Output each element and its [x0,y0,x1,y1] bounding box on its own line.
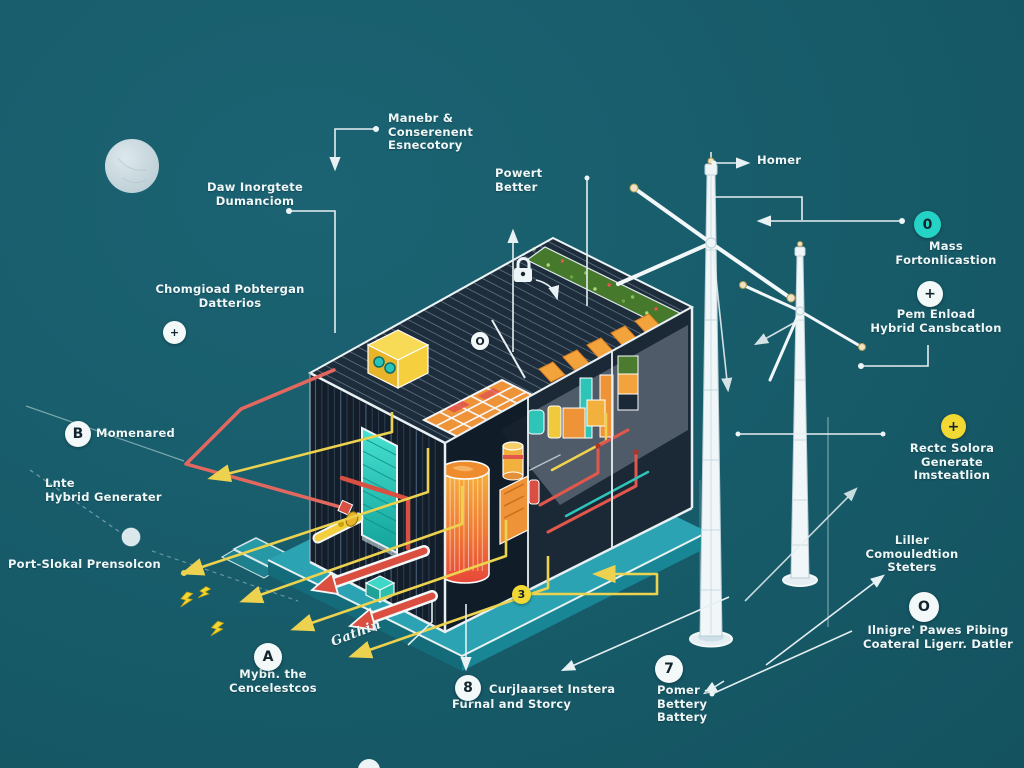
label-port-slokal: Port-Slokal Prensolcon [8,557,161,572]
label-line: Cencelestcos [229,680,317,695]
label-daw: Daw Inorgtete Dumanciom [206,180,304,208]
label-line: Pem Enload [896,307,976,321]
label-liller: Liller Comouledtion Steters [865,533,959,575]
label-line: Dumanciom [215,193,295,208]
label-line: Rectc Solora [909,441,995,455]
wind-turbine-2 [739,241,866,587]
label-powert: Powert Better [495,166,543,194]
lightning-bolts [180,586,225,637]
label-line: Hybrid Cansbcatlon [870,320,1002,335]
label-line: Esnecotory [388,138,463,152]
label-homer: Homer [757,153,802,168]
label-line: Coateral Ligerr. Datler [862,636,1014,651]
label-curjlaarset-2: Furnal and Storcy [452,697,572,712]
label-line: Hybrid Generater [45,489,162,504]
badge-zero-teal-icon: 0 [914,211,941,238]
cutaway-frame [309,306,694,634]
label-line: Battery [657,710,708,724]
connector-dots [286,126,905,697]
label-pomer: Pomer - Bettery Battery [657,683,710,725]
connector-lines [289,128,929,695]
label-line: Lnte [45,476,75,490]
label-pem: Pem Enload Hybrid Cansbcatlon [870,307,1002,335]
label-mybn: Mybn. the Cencelestcos [229,667,317,695]
label-line: Fortonlicastion [895,252,997,267]
label-line: Chomgioad Pobtergan [155,282,305,296]
label-line: Pomer - [657,683,710,697]
small-tank [502,441,524,481]
label-lnte: Lnte Hybrid Generater [45,476,162,504]
lock-icon [514,257,532,282]
rooftop-unit [366,329,430,389]
badge-plus-icon: + [163,321,186,344]
label-line: Comouledtion [865,546,959,561]
yellow-pipes [180,412,659,659]
label-line: Liller [894,533,930,547]
label-line: Furnal and Storcy [452,697,572,711]
label-line: Mybn. the [239,667,307,681]
label-chomgioad: Chomgioad Pobtergan Datterios [155,282,305,310]
badge-eight-icon: 8 [455,675,481,701]
label-line: Imsteatlion [913,468,991,482]
roof-panel-grid [421,378,541,440]
label-line: Bettery [657,696,708,711]
label-momenared: Momenared [96,426,176,441]
label-line: Port-Slokal Prensolcon [8,557,161,571]
badge-o-large-icon: O [909,592,939,622]
label-line: Generate [921,454,983,469]
label-line: Manebr & [388,111,454,125]
label-ilnigre: Ilnigre' Pawes Pibing Coateral Ligerr. D… [862,623,1014,651]
red-arrows [309,545,438,632]
badge-b-icon: B [65,421,91,447]
badge-three-icon: 3 [512,585,531,604]
label-line: Ilnigre' Pawes Pibing [867,623,1009,637]
label-line: Steters [887,560,937,574]
label-rectc: Rectc Solora Generate Imsteatlion [909,441,995,483]
label-mass: Mass Fortonlicastion [895,239,997,267]
badge-a-icon: A [254,643,282,671]
label-line: Daw Inorgtete [206,180,304,194]
label-line: Homer [757,153,802,167]
badge-seven-icon: 7 [655,655,683,683]
label-line: Momenared [96,426,176,440]
label-line: Conserenent [388,124,474,139]
badge-plus-yellow-icon: + [941,414,966,439]
label-curjlaarset-1: Curjlaarset Instera [489,682,616,697]
label-line: Curjlaarset Instera [489,682,616,696]
sphere-icon [121,527,141,547]
badge-o-small-icon: O [471,332,489,350]
main-tank [445,460,490,584]
bottom-dot [358,759,380,768]
badge-plus-right-icon: + [917,281,943,307]
moon [105,139,159,193]
salmon-cable [184,368,346,510]
label-line: Better [495,179,538,194]
label-line: Datterios [198,295,262,310]
label-manebr: Manebr & Conserenent Esnecotory [388,111,474,153]
label-line: Mass [929,239,963,253]
label-line: Powert [495,166,543,180]
